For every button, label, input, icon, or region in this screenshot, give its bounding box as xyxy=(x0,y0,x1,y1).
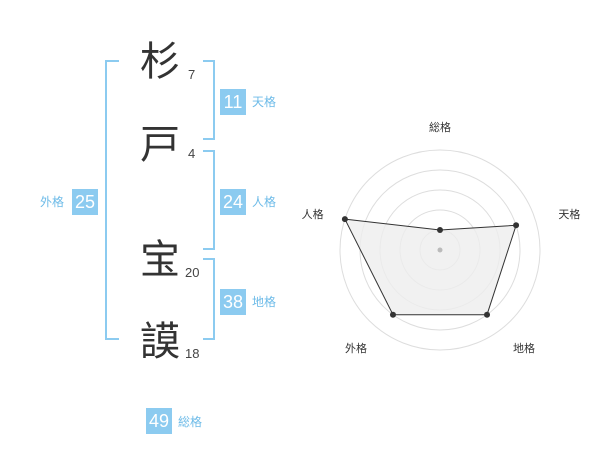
name-char-1: 杉 xyxy=(140,39,180,85)
gaikaku-bracket xyxy=(105,60,119,340)
radar-axis-label: 地格 xyxy=(513,341,535,355)
stroke-count-1: 7 xyxy=(188,67,196,82)
radar-point xyxy=(513,222,520,229)
name-char-4: 謨 xyxy=(140,319,180,365)
radar-point xyxy=(484,311,491,318)
soukaku-label: 総格 xyxy=(178,415,203,429)
jinkaku-label: 人格 xyxy=(252,195,277,209)
soukaku-badge: 49 xyxy=(146,408,172,434)
jinkaku-bracket xyxy=(203,150,215,250)
stroke-count-3: 20 xyxy=(185,265,200,280)
tenkaku-bracket xyxy=(203,60,215,140)
jinkaku-badge: 24 xyxy=(220,189,246,215)
radar-point xyxy=(437,227,443,233)
radar-center-dot xyxy=(437,247,443,253)
radar-ring xyxy=(339,149,541,351)
name-char-3: 宝 xyxy=(140,237,180,283)
radar-point xyxy=(389,311,396,318)
chikaku-bracket xyxy=(203,258,215,340)
gaikaku-badge: 25 xyxy=(72,189,98,215)
tenkaku-label: 天格 xyxy=(252,95,277,109)
stroke-count-2: 4 xyxy=(188,146,196,161)
stroke-count-4: 18 xyxy=(185,346,200,361)
tenkaku-badge: 11 xyxy=(220,89,246,115)
chikaku-label: 地格 xyxy=(252,295,277,309)
chikaku-badge: 38 xyxy=(220,289,246,315)
gaikaku-label: 外格 xyxy=(40,195,65,209)
radar-axis-label: 総格 xyxy=(429,120,451,134)
radar-area xyxy=(344,218,517,316)
name-char-2: 戸 xyxy=(140,122,180,168)
radar-axis-label: 人格 xyxy=(302,207,324,221)
radar-points xyxy=(341,216,520,318)
radar-axis-label: 天格 xyxy=(558,207,580,221)
radar-point xyxy=(341,216,348,223)
radar-axis-label: 外格 xyxy=(345,341,367,355)
